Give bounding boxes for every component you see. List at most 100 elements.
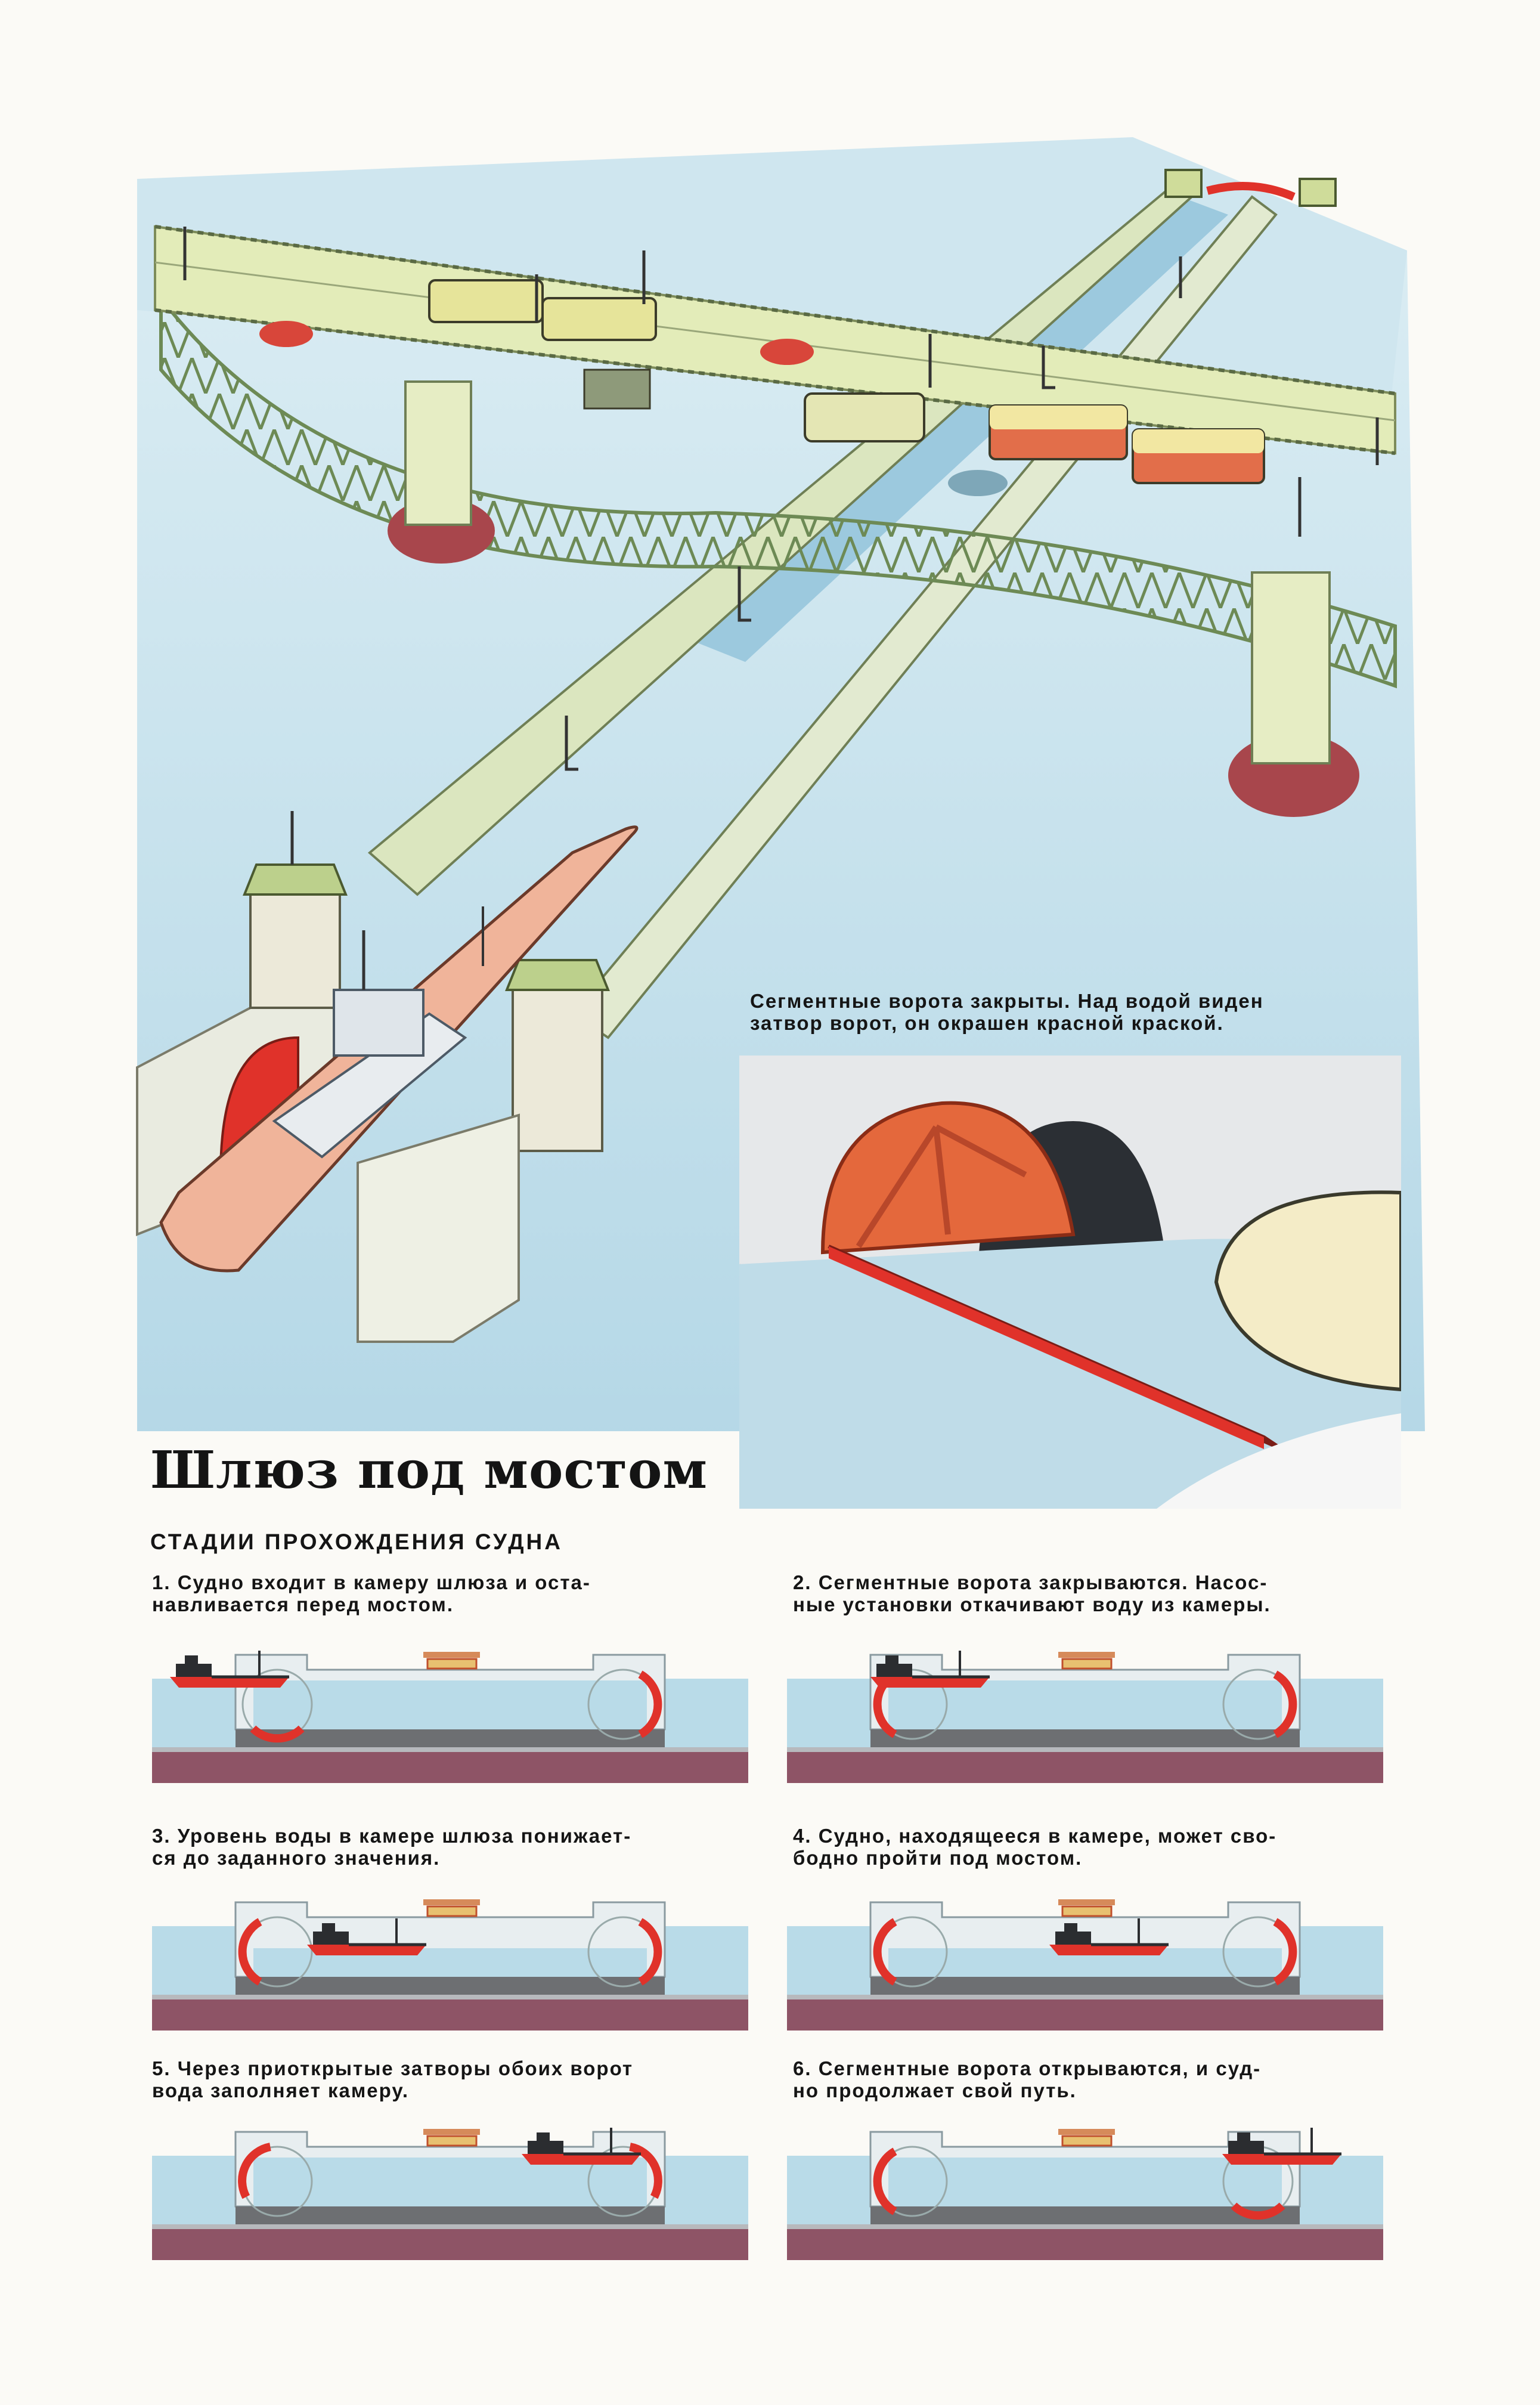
left-gate-segment [873, 1918, 897, 1986]
stage-4-floor-edge [787, 1995, 1383, 1999]
tram-2 [989, 404, 1265, 484]
lock-pier-near [357, 1113, 520, 1343]
stage-5-line-1: 5. Через приоткрытые затворы обоих ворот [152, 2057, 634, 2079]
truck [583, 369, 651, 410]
right-gate-segment [629, 2143, 662, 2199]
bridge-truss [159, 293, 1397, 689]
car-blue [948, 470, 1008, 496]
stage-3-ship-hull [307, 1945, 426, 1955]
inset-caption-line-2: затвор ворот, он окрашен красной краской… [750, 1012, 1224, 1034]
right-gate-segment [1273, 1918, 1297, 1986]
stage-2-bridge-span [1061, 1658, 1113, 1670]
stage-6-diagram [787, 2128, 1383, 2260]
stage-3-diagram [152, 1899, 748, 2031]
stage-1-line-2: навливается перед мостом. [152, 1593, 454, 1615]
stage-3-ship-funnel [322, 1923, 335, 1932]
stage-4-line-1: 4. Судно, находящееся в камере, может св… [793, 1825, 1277, 1847]
stage-5-caption: 5. Через приоткрытые затворы обоих ворот… [152, 2057, 745, 2101]
inset-caption: Сегментные ворота закрыты. Над водой вид… [750, 990, 1389, 1034]
stage-1-ship-funnel [185, 1655, 198, 1664]
stage-5-bridge-span [426, 2135, 478, 2147]
stage-1-bridge-top [423, 1652, 480, 1658]
stage-2-ground [787, 1750, 1383, 1783]
stage-1-bridge-span [426, 1658, 478, 1670]
left-gate-segment [873, 2147, 897, 2215]
gatehouse-right [512, 989, 603, 1152]
bus [804, 392, 925, 442]
stage-4-bridge-span [1061, 1905, 1113, 1917]
stage-1-ship-superstructure [176, 1664, 212, 1677]
stage-3-lock-floor [236, 1977, 665, 1998]
stage-3-floor-edge [152, 1995, 748, 1999]
stage-6-lock-floor [870, 2206, 1300, 2227]
stage-3-caption: 3. Уровень воды в камере шлюза понижает-… [152, 1825, 745, 1869]
stage-2-ship-hull [870, 1677, 990, 1688]
stage-6-line-2: но продолжает свой путь. [793, 2079, 1077, 2101]
stage-5-ground [152, 2227, 748, 2260]
lock-bridge-illustration [136, 137, 1425, 1431]
stage-3-line-2: ся до заданного значения. [152, 1847, 441, 1869]
stage-3-bridge-top [423, 1899, 480, 1905]
page-title: Шлюз под мостом [150, 1440, 708, 1500]
stage-2-chamber-water [888, 1680, 1282, 1729]
stage-5-diagram [152, 2128, 748, 2260]
stage-6-ship-hull [1222, 2154, 1341, 2165]
stage-2-caption: 2. Сегментные ворота закрываются. Насос-… [793, 1571, 1389, 1615]
car-red-1 [259, 321, 313, 347]
stage-4-ship-superstructure [1055, 1932, 1091, 1945]
stage-4-caption: 4. Судно, находящееся в камере, может св… [793, 1825, 1389, 1869]
right-gate-segment [1273, 1670, 1297, 1738]
far-gate-tower-right [1299, 178, 1337, 207]
stage-1-ship-hull [170, 1677, 289, 1688]
inset-ship-bow [1214, 1190, 1401, 1392]
stage-4-ground [787, 1998, 1383, 2031]
stage-5-line-2: вода заполняет камеру. [152, 2079, 410, 2101]
ship-in-lock [159, 825, 639, 1273]
stage-5-lock-floor [236, 2206, 665, 2227]
stage-6-ground [787, 2227, 1383, 2260]
right-gate-segment [638, 1918, 662, 1986]
stage-1-lock-floor [236, 1729, 665, 1750]
stage-1-caption: 1. Судно входит в камеру шлюза и оста- н… [152, 1571, 745, 1615]
stage-4-ship-hull [1049, 1945, 1169, 1955]
stage-6-caption: 6. Сегментные ворота открываются, и суд-… [793, 2057, 1389, 2101]
stage-6-ship-funnel [1237, 2132, 1250, 2141]
stage-6-ship-superstructure [1228, 2141, 1264, 2154]
stage-5-ship-superstructure [528, 2141, 563, 2154]
tram-1 [428, 279, 657, 341]
stage-6-chamber-water [888, 2158, 1282, 2206]
stage-3-ground [152, 1998, 748, 2031]
stage-2-lock-floor [870, 1729, 1300, 1750]
stage-2-bridge-top [1058, 1652, 1115, 1658]
stage-3-ship-superstructure [313, 1932, 349, 1945]
stage-1-ground [152, 1750, 748, 1783]
stage-5-chamber-water [253, 2158, 647, 2206]
left-gate-segment [238, 2143, 271, 2199]
stage-2-ship-funnel [885, 1655, 898, 1664]
stage-3-bridge-span [426, 1905, 478, 1917]
stage-4-ship-funnel [1064, 1923, 1077, 1932]
left-gate-segment [238, 1918, 262, 1986]
inset-gate-segment [820, 1101, 1076, 1255]
segment-gate-detail-inset [739, 1056, 1401, 1509]
right-gate-segment [638, 1670, 662, 1738]
stage-6-bridge-span [1061, 2135, 1113, 2147]
far-gate-tower-left [1164, 169, 1203, 198]
stage-6-bridge-top [1058, 2129, 1115, 2135]
stage-5-ship-funnel [537, 2132, 550, 2141]
stage-1-chamber-water [253, 1680, 647, 1729]
stage-2-line-1: 2. Сегментные ворота закрываются. Насос- [793, 1571, 1268, 1593]
stage-1-floor-edge [152, 1747, 748, 1752]
stage-1-line-1: 1. Судно входит в камеру шлюза и оста- [152, 1571, 591, 1593]
stage-2-floor-edge [787, 1747, 1383, 1752]
stage-5-ship-hull [522, 2154, 641, 2165]
stage-6-line-1: 6. Сегментные ворота открываются, и суд- [793, 2057, 1262, 2079]
stage-5-bridge-top [423, 2129, 480, 2135]
right-gate-segment [1231, 2202, 1285, 2220]
stage-2-line-2: ные установки откачивают воду из камеры. [793, 1593, 1271, 1615]
gatehouse-left [249, 893, 341, 1009]
inset-caption-line-1: Сегментные ворота закрыты. Над водой вид… [750, 990, 1264, 1012]
stage-3-line-1: 3. Уровень воды в камере шлюза понижает- [152, 1825, 632, 1847]
stage-2-ship-superstructure [876, 1664, 912, 1677]
stage-4-lock-floor [870, 1977, 1300, 1998]
